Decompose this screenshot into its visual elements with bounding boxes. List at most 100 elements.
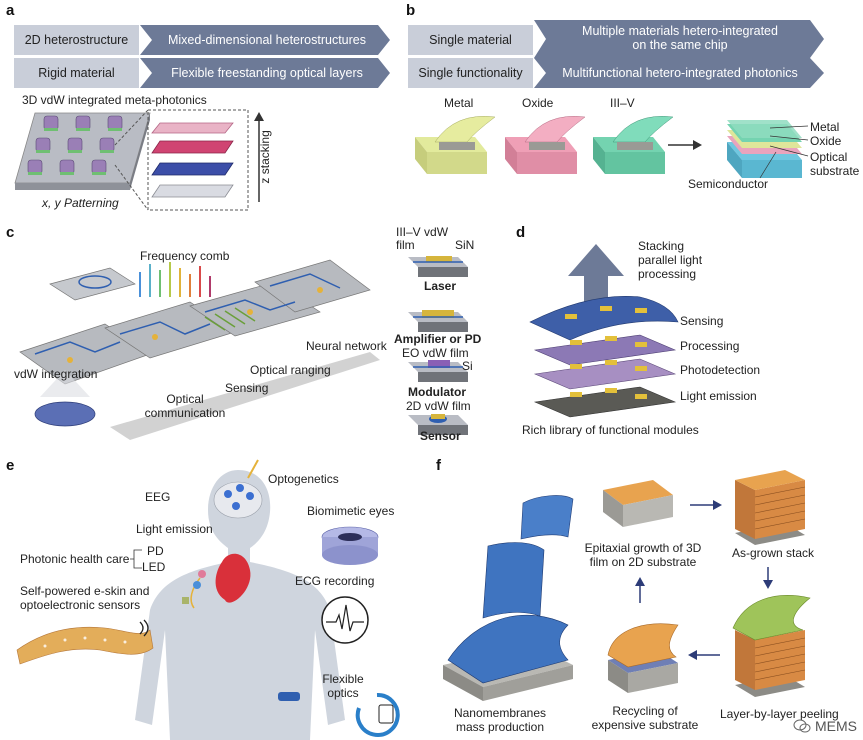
stacking-label: Stacking parallel light processing (638, 239, 703, 281)
header-arrow-row1-b (534, 20, 824, 58)
panel-e: e Optogenetics EEG Biomimetic eyes Light… (0, 455, 420, 740)
nanomembranes-label: Nanomembranes mass production (440, 706, 560, 735)
stack-label-substrate: substrate (810, 164, 860, 178)
material-label-oxide: Oxide (522, 96, 554, 110)
eskin-line2: optoelectronic sensors (20, 597, 141, 612)
panel-label-c: c (6, 224, 15, 241)
material-label-metal: Metal (444, 96, 474, 110)
z-stacking-label: z stacking (258, 130, 273, 184)
functional-modules-label: Rich library of functional modules (522, 423, 699, 437)
material-label-iiiv: III–V (610, 96, 635, 110)
header-box-rigid-material: Rigid material (14, 58, 139, 88)
sin-label: SiN (455, 238, 475, 252)
pd-label: PD (147, 544, 164, 558)
stacking-line1: Stacking (638, 239, 685, 253)
optogenetics-label: Optogenetics (268, 472, 339, 486)
iiiv-vdw-line1: III–V vdW (396, 225, 449, 239)
hetero-stack-illustration (727, 120, 802, 178)
eo-vdw-film-label: EO vdW film (402, 346, 469, 360)
epitaxial-line2: film on 2D substrate (589, 554, 697, 569)
iiiv-vdw-line2: film (396, 237, 415, 252)
panel-f: f Epitaxial growth of 3D film on 2D subs… (430, 455, 863, 740)
frequency-comb-label: Frequency comb (140, 249, 230, 263)
nanomembranes-line1: Nanomembranes (453, 706, 547, 720)
recycling-line2: expensive substrate (591, 717, 699, 732)
recycling-label: Recycling of expensive substrate (590, 704, 700, 733)
hetero-integrated-line2: on the same chip (632, 38, 728, 52)
panel-a: a 2D heterostructure Mixed-dimensional h… (0, 0, 400, 215)
stack-label-semiconductor: Semiconductor (688, 177, 769, 191)
panel-label-b: b (406, 2, 416, 19)
si-label: Si (462, 359, 473, 373)
panel-label-f: f (436, 457, 441, 474)
human-silhouette-illustration (135, 459, 345, 740)
recycling-line1: Recycling of (612, 704, 678, 718)
stacking-line2: parallel light (638, 252, 703, 267)
panel-label-e: e (6, 457, 15, 474)
flexible-optics-label: Flexible optics (318, 672, 368, 701)
nanomembrane-base-illustration (443, 614, 573, 701)
biomimetic-eye-icon (321, 526, 379, 565)
communication-line: communication (144, 405, 226, 420)
flexible-line2: optics (327, 685, 359, 700)
semiconductor-leader-line (759, 151, 777, 179)
photonic-health-care-label: Photonic health care (20, 552, 130, 566)
watermark-text: MEMS (815, 718, 857, 734)
header-arrow-row2-a-text: Flexible freestanding optical layers (171, 66, 363, 80)
optical-ranging-label: Optical ranging (250, 363, 331, 377)
recycling-substrate-illustration (607, 623, 679, 693)
header-arrow-row2-b-text: Multifunctional hetero-integrated photon… (562, 66, 798, 80)
hetero-integrated-line1: Multiple materials hetero-integrated (582, 24, 778, 39)
light-emission-label: Light emission (136, 522, 213, 536)
flexible-optics-icon (355, 692, 400, 737)
sensing-label: Sensing (225, 381, 269, 395)
upward-arrow-icon (568, 244, 624, 324)
iiiv-vdw-film-label: III–V vdW film (396, 226, 448, 251)
layer-label-processing: Processing (680, 339, 740, 353)
2d-vdw-film-label: 2D vdW film (406, 399, 471, 413)
panel-c: c (0, 222, 500, 447)
panel-label-a: a (6, 2, 15, 19)
led-label: LED (142, 560, 166, 574)
xy-patterning-label: x, y Patterning (42, 196, 119, 210)
stack-leader-lines (769, 125, 809, 157)
modulator-label: Modulator (408, 385, 466, 399)
header-arrow-row1-a (140, 25, 390, 55)
epitaxial-block-illustration (603, 480, 673, 527)
photonic-chips-illustration (19, 259, 380, 440)
ecg-waveform-icon (321, 596, 369, 644)
header-arrow-row2-a (140, 58, 390, 88)
layer-label-photodetection: Photodetection (680, 363, 761, 377)
panel-d: d Stacking parallel light processing Sen… (500, 222, 863, 447)
sensor-label: Sensor (420, 429, 461, 443)
meta-photonics-title: 3D vdW integrated meta-photonics (22, 93, 207, 107)
arrow-peeling-to-recycling-icon (688, 650, 720, 660)
vdw-integration-label: vdW integration (14, 367, 98, 381)
arrow-recycling-to-epi-icon (635, 577, 645, 603)
header-arrow-row1-a-text: Mixed-dimensional heterostructures (167, 33, 366, 47)
photonic-health-bracket (130, 549, 142, 569)
layer-peeling-label: Layer-by-layer peeling (720, 707, 839, 721)
flexible-line1: Flexible (322, 672, 364, 686)
pillar-array-illustration (14, 112, 151, 190)
wireless-signal-icon (139, 619, 149, 637)
header-box-single-material: Single material (408, 25, 533, 55)
header-box-single-functionality: Single functionality (408, 58, 533, 88)
header-box-2d-heterostructure: 2D heterostructure (14, 25, 139, 55)
stack-label-oxide: Oxide (810, 134, 842, 148)
layer-label-sensing: Sensing (680, 314, 724, 328)
wechat-logo-icon (793, 719, 811, 733)
nanomembranes-line2: mass production (455, 719, 545, 734)
neural-network-label: Neural network (306, 339, 387, 353)
optical-communication-label: Optical communication (140, 392, 230, 421)
zoom-dashed-box (114, 109, 249, 211)
eskin-line1: Self-powered e-skin and (20, 584, 150, 598)
epitaxial-growth-label: Epitaxial growth of 3D film on 2D substr… (578, 541, 708, 570)
stack-label-optical: Optical (810, 150, 848, 164)
device-chips-illustration (408, 256, 468, 435)
watermark: MEMS (793, 718, 857, 734)
laser-label: Laser (424, 279, 457, 293)
nanomembrane-curl-top-icon (520, 495, 574, 540)
stack-label-metal: Metal (810, 120, 840, 134)
functional-layers-illustration (529, 296, 679, 418)
